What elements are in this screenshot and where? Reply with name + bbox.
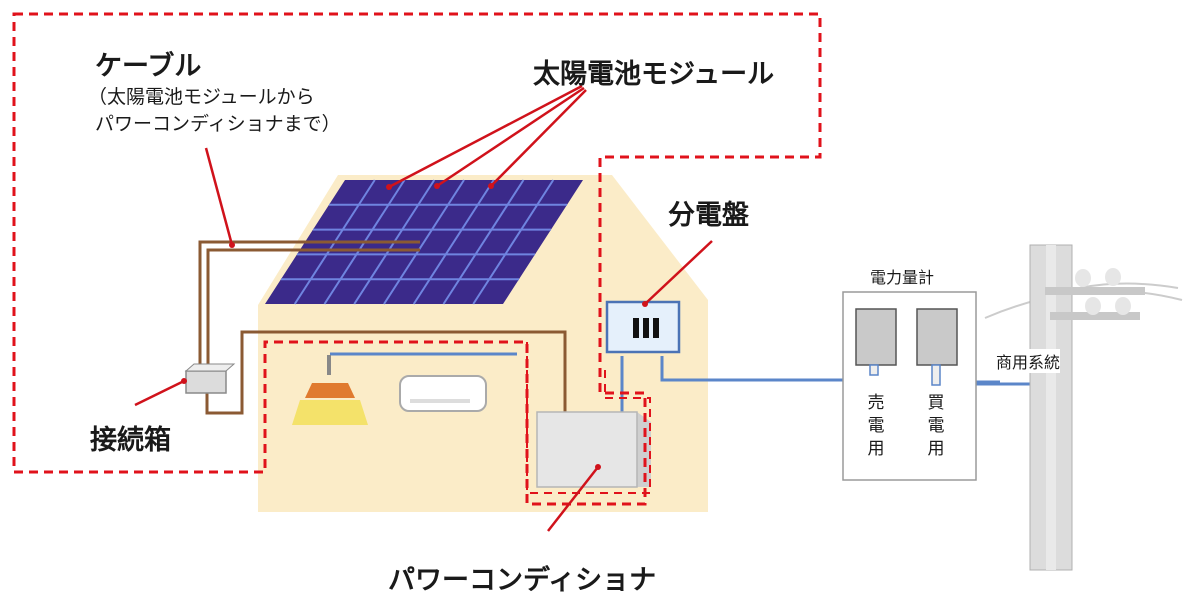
utility-pole-icon <box>984 244 1183 571</box>
sell-meter-label: 売電用 <box>867 393 885 459</box>
system-boundary <box>12 12 822 506</box>
leader-dots <box>181 183 648 470</box>
electric-meter-icon <box>842 291 977 481</box>
cable-note-line-2: パワーコンディショナまで） <box>95 113 341 135</box>
distribution-board-label: 分電盤 <box>668 200 749 231</box>
solar-module-label: 太陽電池モジュール <box>533 59 775 90</box>
ceiling-lamp-icon <box>292 355 368 425</box>
leader-lines <box>134 84 713 532</box>
grid-label: 商用系統 <box>996 349 1061 373</box>
junction-box-label: 接続箱 <box>90 425 171 456</box>
power-conditioner-icon <box>536 411 651 488</box>
power-meter-label: 電力量計 <box>870 268 935 287</box>
cable-note-line-1: （太陽電池モジュールから <box>88 86 315 108</box>
dc-cable <box>198 240 567 415</box>
buy-meter-label: 買電用 <box>927 393 945 459</box>
junction-box-icon <box>184 363 236 394</box>
solar-panel <box>265 179 583 305</box>
power-conditioner-label: パワーコンディショナ <box>388 565 657 596</box>
cable-label: ケーブル <box>95 51 202 82</box>
distribution-board-icon <box>605 300 681 354</box>
air-conditioner-icon <box>399 375 487 412</box>
